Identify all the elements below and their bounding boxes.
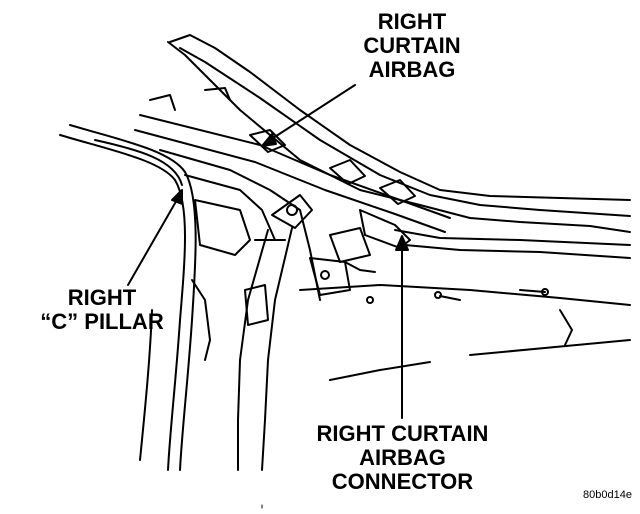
label-line: AIRBAG (359, 444, 446, 470)
seat-belt (237, 194, 313, 471)
quarter-trim-inner (184, 174, 276, 241)
roof-edge-top (169, 34, 441, 191)
label-right-c-pillar: RIGHT “C” PILLAR (32, 286, 172, 334)
arrowhead-c-pillar (171, 189, 183, 205)
leader-curtain-airbag (269, 84, 356, 141)
label-right-curtain-airbag: RIGHT CURTAIN AIRBAG (352, 10, 472, 81)
arrowhead-connector (395, 235, 409, 251)
c-pillar (59, 124, 211, 471)
airbag-connector (309, 209, 631, 296)
leader-c-pillar (127, 197, 179, 286)
label-line: RIGHT (67, 285, 137, 310)
label-line: “C” PILLAR (40, 308, 164, 334)
label-line: RIGHT CURTAIN (316, 421, 489, 446)
label-line: CURTAIN (363, 32, 461, 58)
trim-lower-edge (299, 284, 631, 306)
label-right-curtain-airbag-connector: RIGHT CURTAIN AIRBAG CONNECTOR (300, 422, 505, 493)
figure-code: 80b0d14e (583, 489, 632, 501)
headliner-edge (439, 189, 631, 201)
label-line: RIGHT (377, 9, 447, 34)
arrowhead-curtain-airbag (261, 133, 277, 147)
curtain-airbag-assembly (134, 87, 451, 233)
label-line: CONNECTOR (331, 468, 474, 494)
label-line: AIRBAG (368, 56, 456, 82)
